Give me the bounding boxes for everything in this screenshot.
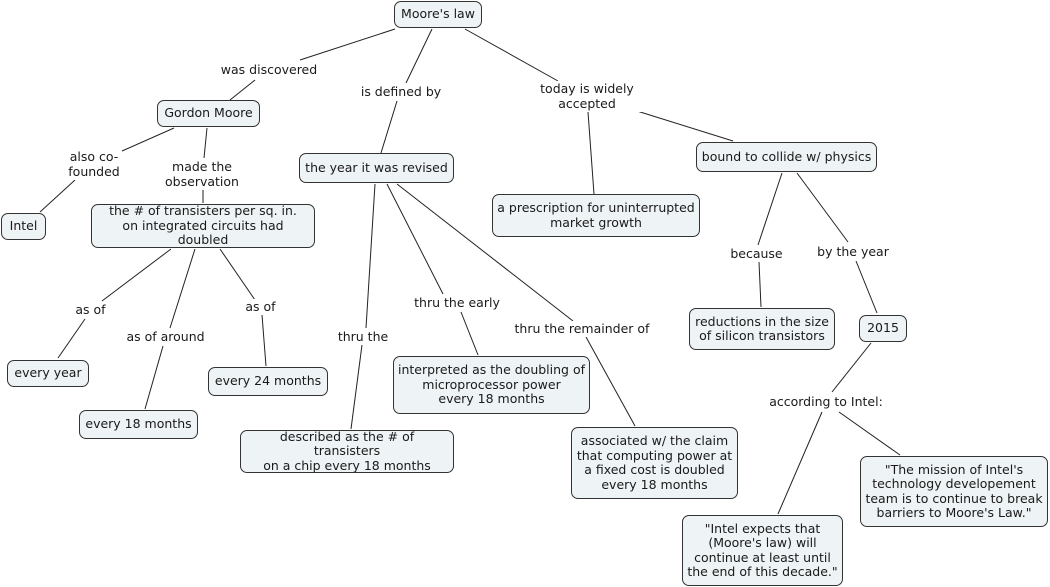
node-prescription[interactable]: a prescription for uninterrupted market … [492,194,700,237]
link-label-was-discovered-by: was discovered by [212,62,326,78]
link-label-because-of: because of [723,246,790,262]
node-observation[interactable]: the # of transisters per sq. in. on inte… [91,204,315,248]
link-label-as-of-1965: as of 1965 [58,302,123,318]
node-every-18-months[interactable]: every 18 months [79,410,198,439]
node-every-24-months[interactable]: every 24 months [208,367,328,396]
connector [57,318,86,359]
connector [219,248,256,301]
connector [855,260,878,314]
connector [121,127,175,152]
connector [405,28,433,84]
connector [261,314,267,367]
connector [144,345,164,410]
link-label-also-cofounded: also co- founded [68,149,120,180]
connector [585,336,636,427]
link-label-thru-remainder-90s: thru the remainder of 90's [501,321,663,337]
connector [39,179,76,213]
connector [380,100,398,154]
connector [587,111,595,195]
link-label-thru-80s: thru the 80's [323,329,403,345]
connector [758,261,762,308]
link-label-today-widely-accepted: today is widely accepted that it's eithe… [512,81,662,112]
connector [101,248,172,302]
connector [365,183,376,329]
link-label-made-observation: made the observation that [152,159,252,190]
node-reductions[interactable]: reductions in the size of silicon transi… [689,308,835,350]
node-year-revised[interactable]: the year it was revised [299,153,454,183]
link-label-thru-early-90s: thru the early 90's [400,295,514,311]
connector [396,183,574,322]
node-2015[interactable]: 2015 [859,315,907,342]
node-quote-intel-mission[interactable]: "The mission of Intel's technology devel… [860,456,1048,527]
node-every-year[interactable]: every year [7,360,89,387]
node-bound-collide-physics[interactable]: bound to collide w/ physics [696,142,877,172]
link-label-is-defined-by: is defined by [360,84,442,100]
node-interpreted[interactable]: interpreted as the doubling of microproc… [393,356,590,414]
node-gordon-moore[interactable]: Gordon Moore [157,100,260,127]
connector [777,411,823,515]
connector [386,183,444,295]
connector [299,28,396,61]
node-intel[interactable]: Intel [1,213,46,240]
connector [350,344,363,430]
connector [203,127,208,159]
link-label-according-to-intel: according to Intel: [768,394,884,410]
connector [838,411,901,456]
connector [169,248,196,329]
node-associated[interactable]: associated w/ the claim that computing p… [571,427,738,499]
connector [831,342,872,393]
link-label-as-of-around-1970: as of around 1970 [110,329,221,345]
connector [464,28,559,82]
connector [460,311,479,356]
connector [636,110,734,142]
node-moores-law[interactable]: Moore's law [394,1,482,28]
node-described[interactable]: described as the # of transisters on a c… [240,430,454,473]
link-label-as-of-1975: as of 1975 [228,299,293,315]
connector [229,79,256,101]
connector [757,172,783,246]
connector [796,172,849,243]
link-label-by-the-year: by the year [816,244,890,260]
node-quote-intel-expects[interactable]: "Intel expects that (Moore's law) will c… [682,515,843,586]
